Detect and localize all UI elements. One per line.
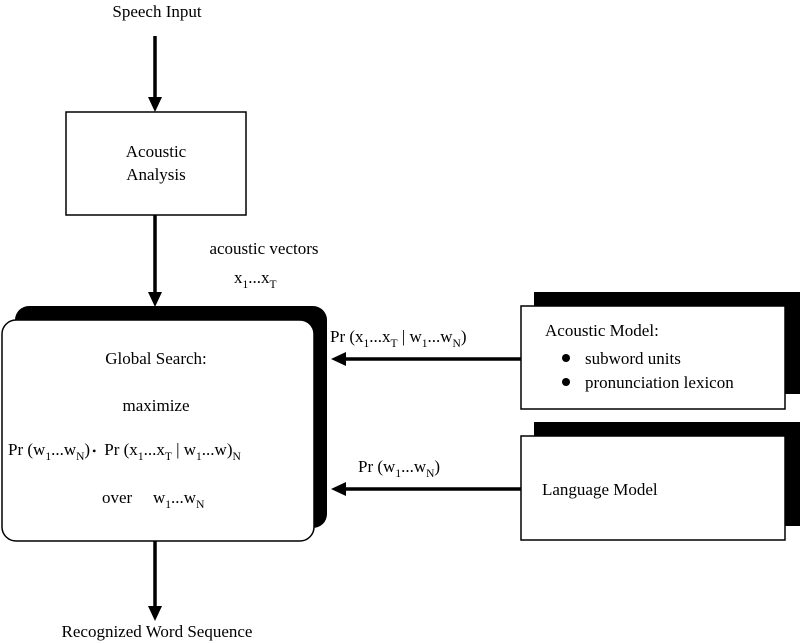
acoustic-model-item-lexicon: pronunciation lexicon bbox=[585, 373, 734, 392]
input-arrowhead bbox=[148, 97, 162, 112]
bullet-lexicon bbox=[562, 378, 570, 386]
acoustic-vectors-math: x1...xT bbox=[234, 268, 277, 291]
over-math: w1...wN bbox=[153, 488, 205, 511]
acoustic-analysis-box bbox=[65, 111, 247, 216]
acoustic-vectors-label: acoustic vectors bbox=[209, 239, 318, 258]
maximize-label: maximize bbox=[122, 396, 189, 415]
language-model-edge-label: Pr (w1...wN) bbox=[358, 457, 440, 480]
acoustic-model-arrowhead bbox=[331, 352, 346, 366]
output-label: Recognized Word Sequence bbox=[62, 622, 253, 641]
acoustic-model-edge-label: Pr (x1...xT | w1...wN) bbox=[330, 327, 467, 350]
output-arrowhead bbox=[148, 606, 162, 621]
bullet-subword bbox=[562, 354, 570, 362]
acoustic-model-title: Acoustic Model: bbox=[545, 321, 659, 340]
speech-input-label: Speech Input bbox=[112, 2, 202, 21]
language-model-title: Language Model bbox=[542, 480, 658, 499]
language-model-arrowhead bbox=[331, 482, 346, 496]
over-label: over bbox=[102, 488, 133, 507]
global-search-box bbox=[1, 319, 315, 542]
acoustic-analysis-line2: Analysis bbox=[126, 165, 186, 184]
search-formula: Pr (w1...wN)•Pr (x1...xT | w1...w)N bbox=[8, 440, 241, 463]
global-search-title: Global Search: bbox=[105, 349, 207, 368]
vectors-arrowhead bbox=[148, 292, 162, 307]
language-model-box bbox=[520, 435, 786, 541]
acoustic-analysis-line1: Acoustic bbox=[126, 142, 187, 161]
acoustic-model-item-subword: subword units bbox=[585, 349, 681, 368]
